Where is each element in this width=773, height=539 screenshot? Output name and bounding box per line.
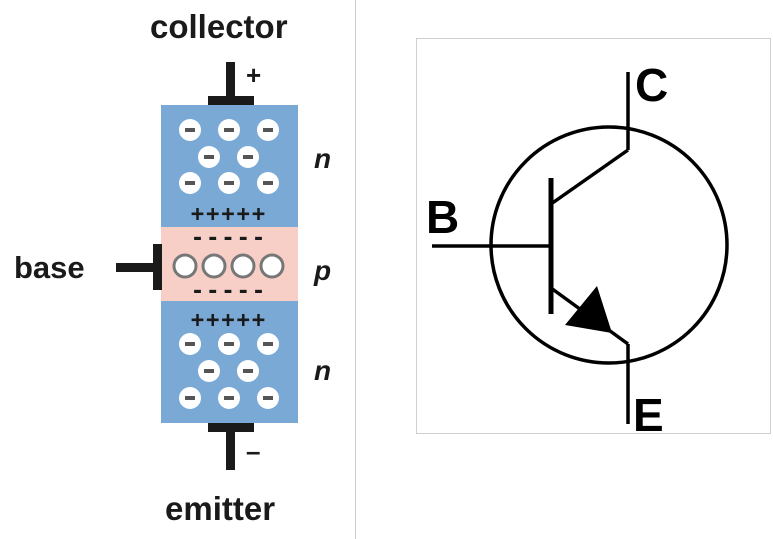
hole-carriers xyxy=(172,253,285,279)
hole-icon xyxy=(259,253,285,279)
base-contact xyxy=(153,244,162,290)
electron-minus-mark xyxy=(263,342,273,346)
junction-minus-row-top: ----- xyxy=(191,226,267,251)
electron-carriers-bottom xyxy=(179,333,279,409)
n-region-tag-top: n xyxy=(314,143,332,174)
emitter-minus-sign: – xyxy=(246,436,261,466)
electron-minus-mark xyxy=(224,396,234,400)
hole-icon xyxy=(230,253,256,279)
hole-icon xyxy=(172,253,198,279)
panel-divider xyxy=(355,0,356,539)
base-lead xyxy=(116,263,156,272)
emitter-label: emitter xyxy=(165,490,276,527)
electron-minus-mark xyxy=(243,155,253,159)
n-region-tag-bottom: n xyxy=(314,355,332,386)
electron-minus-mark xyxy=(263,396,273,400)
junction-plus-row-top: +++++ xyxy=(191,202,267,227)
electron-minus-mark xyxy=(263,181,273,185)
symbol-emitter-letter: E xyxy=(633,389,664,441)
collector-label: collector xyxy=(150,8,288,45)
symbol-frame xyxy=(416,38,771,434)
electron-minus-mark xyxy=(263,128,273,132)
junction-minus-row-bottom: ----- xyxy=(191,279,267,304)
electron-carriers-top xyxy=(179,119,279,194)
symbol-collector-letter: C xyxy=(635,59,669,111)
emitter-contact xyxy=(208,423,254,432)
junction-charge-marks: +++++----------+++++ xyxy=(191,202,267,333)
base-label: base xyxy=(14,250,85,285)
electron-minus-mark xyxy=(204,369,214,373)
electron-minus-mark xyxy=(185,342,195,346)
junction-plus-row-bottom: +++++ xyxy=(191,308,267,333)
hole-icon xyxy=(201,253,227,279)
electron-minus-mark xyxy=(204,155,214,159)
electron-minus-mark xyxy=(185,396,195,400)
electron-minus-mark xyxy=(224,181,234,185)
p-region-tag: p xyxy=(314,255,332,286)
collector-branch xyxy=(549,148,630,206)
symbol-base-letter: B xyxy=(426,191,460,243)
collector-contact xyxy=(208,96,254,105)
electron-minus-mark xyxy=(185,128,195,132)
collector-lead xyxy=(226,62,235,98)
emitter-arrow-icon xyxy=(565,286,612,333)
collector-plus-sign: + xyxy=(246,60,262,90)
emitter-lead xyxy=(226,430,235,470)
electron-minus-mark xyxy=(243,369,253,373)
electron-minus-mark xyxy=(185,181,195,185)
electron-minus-mark xyxy=(224,342,234,346)
electron-minus-mark xyxy=(224,128,234,132)
